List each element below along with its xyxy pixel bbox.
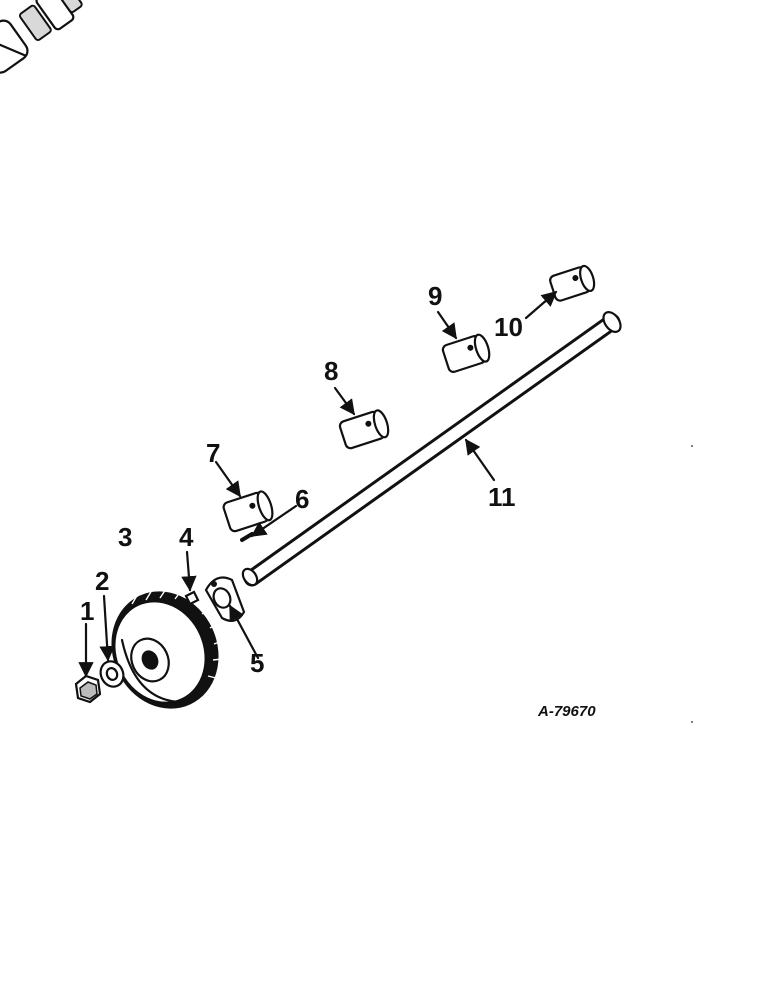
leader-11 — [464, 438, 496, 482]
reference-code: A-79670 — [537, 703, 596, 720]
leader-6 — [250, 504, 298, 538]
leader-7 — [214, 460, 242, 498]
bearing-intermediate-1 — [338, 409, 390, 450]
callout-8: 8 — [324, 356, 338, 386]
leader-8 — [333, 386, 356, 416]
leader-10 — [524, 290, 558, 320]
callout-2: 2 — [95, 566, 109, 596]
scan-speck — [691, 445, 693, 447]
washer — [99, 660, 125, 688]
callout-11: 11 — [488, 482, 516, 512]
leader-lines — [78, 290, 558, 678]
leader-4 — [181, 550, 197, 592]
leader-9 — [436, 310, 458, 340]
bearing-rear — [549, 264, 596, 302]
bearing-intermediate-2 — [441, 333, 491, 373]
callout-1: 1 — [80, 596, 94, 626]
leader-2 — [99, 594, 115, 662]
callout-3: 3 — [118, 522, 132, 552]
bearing-front — [222, 490, 274, 533]
scan-speck — [691, 721, 693, 723]
callout-6: 6 — [295, 484, 309, 514]
camshaft — [0, 0, 622, 587]
callout-10: 10 — [494, 312, 523, 342]
callout-9: 9 — [428, 281, 442, 311]
dowel-pin — [240, 532, 254, 542]
hex-nut — [74, 674, 102, 704]
woodruff-key — [184, 590, 200, 606]
callout-4: 4 — [179, 522, 194, 552]
callout-5: 5 — [250, 648, 264, 678]
thrust-plate — [204, 576, 246, 623]
camshaft-gear — [111, 588, 223, 709]
leader-5 — [228, 604, 260, 660]
callout-7: 7 — [206, 438, 220, 468]
